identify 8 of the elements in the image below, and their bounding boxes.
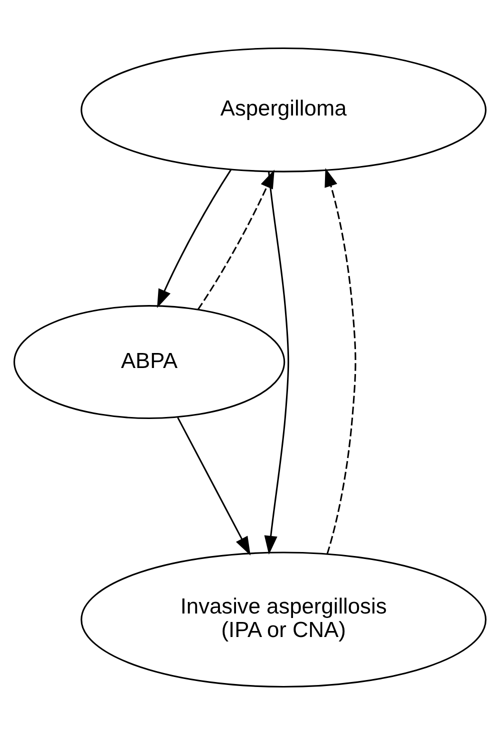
arrow — [197, 170, 274, 310]
node-ellipse: Invasive aspergillosis (IPA or CNA) — [80, 552, 487, 688]
node-ellipse: Aspergilloma — [80, 47, 487, 172]
arrow — [157, 169, 232, 308]
arrow — [264, 171, 290, 555]
arrow — [324, 168, 356, 554]
node-ellipse: ABPA — [13, 305, 286, 420]
arrow — [177, 417, 251, 556]
